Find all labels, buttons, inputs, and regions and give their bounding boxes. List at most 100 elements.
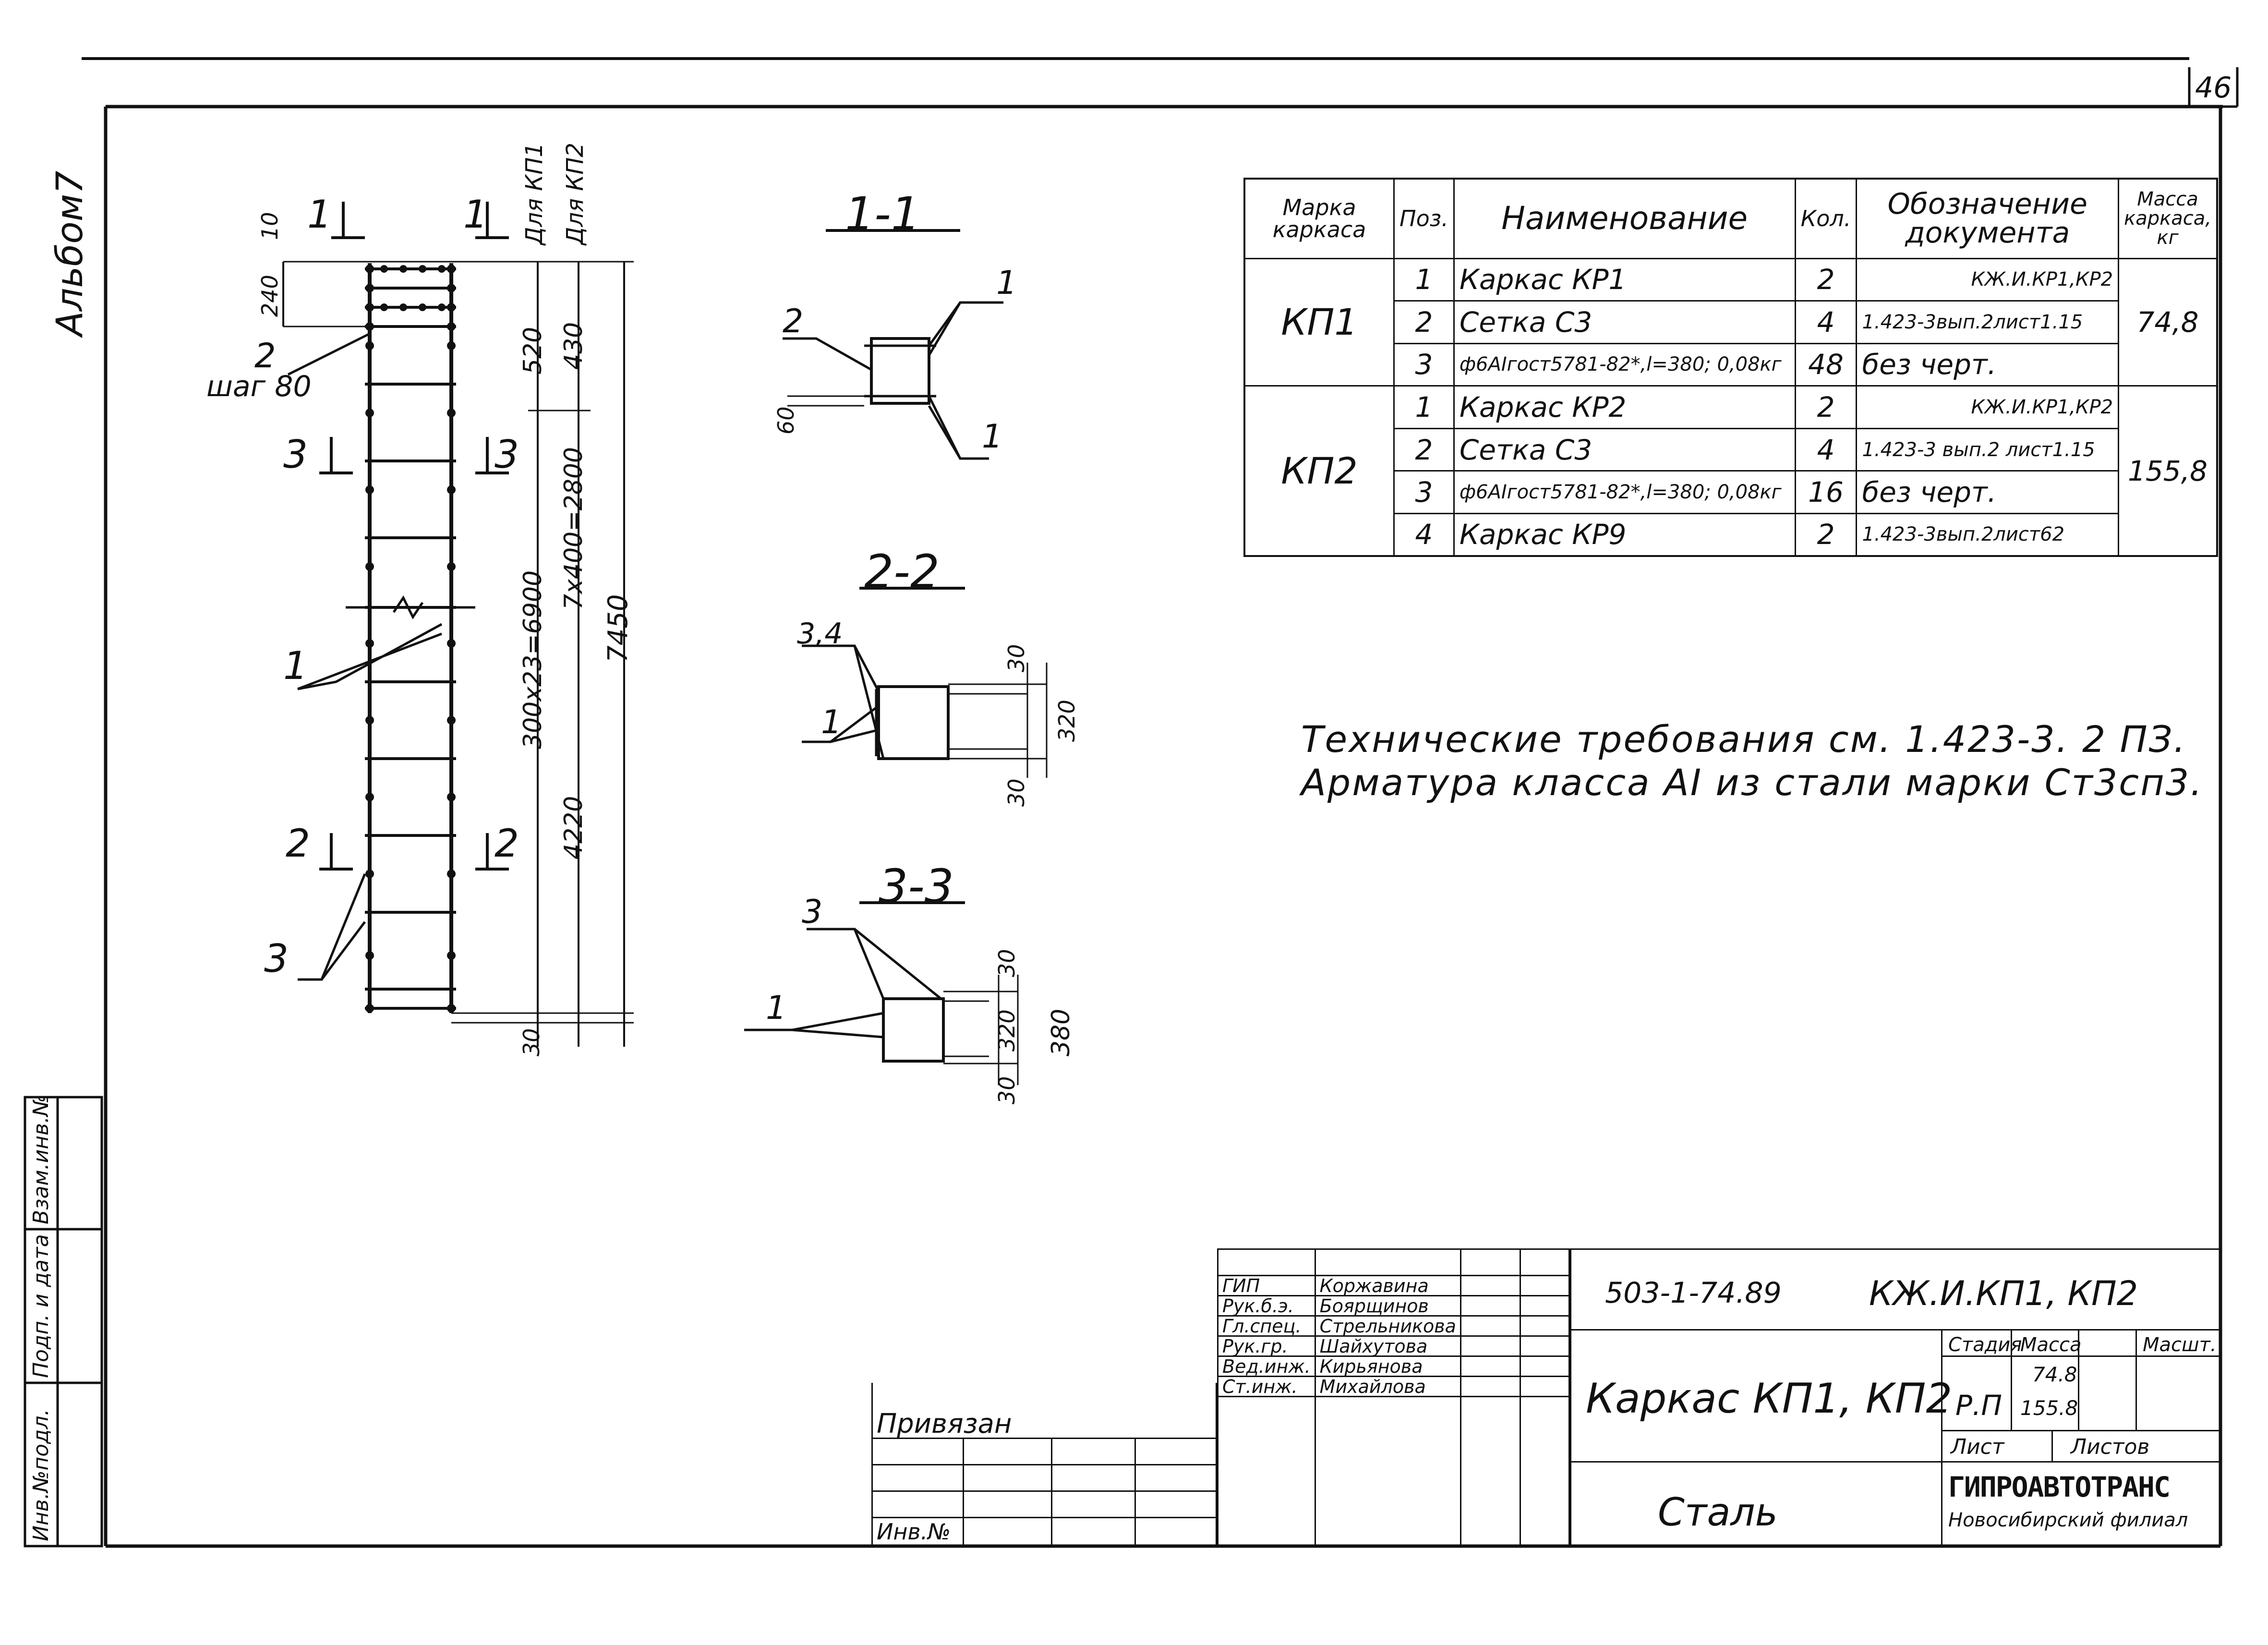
table-row: 3 ф6AIгост5781-82*,l=380; 0,08кг 16 без … (1244, 470, 2217, 514)
bar-dot (447, 265, 456, 273)
row-qty: 2 (1794, 385, 1858, 429)
staff-role: Ст.инж. (1217, 1376, 1316, 1397)
specification-table: Марка каркаса Поз. Наименование Кол. Обо… (1243, 178, 2218, 557)
row-doc: 1.423-3вып.2лист62 (1856, 512, 2120, 557)
mesh-dot (419, 265, 426, 273)
bar-dot (365, 485, 374, 494)
org-branch: Новосибирский филиал (1948, 1509, 2188, 1531)
staff-name: Стрельникова (1314, 1315, 1461, 1337)
staff-name: Михайлова (1314, 1376, 1461, 1397)
col-header-doc: Обозначение документа (1856, 178, 2120, 259)
divider (1941, 1355, 2222, 1357)
bar-dot (447, 341, 456, 350)
bar-dot (447, 716, 456, 725)
table-row: 2 Сетка С3 4 1.423-3 вып.2 лист1.15 (1244, 427, 2217, 472)
section-2-2-label-34: 3,4 (797, 617, 843, 651)
dim-520: 520 (519, 327, 547, 375)
bar-dot (365, 265, 374, 273)
dim-300x23: 300x23=6900 (519, 570, 547, 749)
mesh-dot (419, 303, 426, 311)
row-qty: 48 (1794, 342, 1858, 387)
org-name: ГИПРОАВТОТРАНС (1948, 1471, 2171, 1503)
section-1-1-label-2: 2 (783, 302, 804, 340)
mass-label: Масса (2020, 1334, 2082, 1356)
section-1-1 (783, 229, 1003, 460)
section-2-2-title: 2-2 (864, 545, 940, 599)
scale-label: Масшт. (2143, 1334, 2217, 1356)
stamp-inv-podl: Инв.№подл. (29, 1409, 53, 1541)
staff-name: Шайхутова (1314, 1335, 1461, 1357)
bar-dot (365, 341, 374, 350)
table-row: КП1 1 Каркас КР1 2 КЖ.И.КР1,КР2 74,8 (1243, 257, 2218, 387)
bar-dot (365, 716, 374, 725)
section-2-2-dim-30a: 30 (1003, 644, 1029, 672)
bar-dot (365, 303, 374, 312)
row-name: ф6AIгост5781-82*,l=380; 0,08кг (1453, 470, 1796, 514)
mass-value-1: 74.8 (2032, 1363, 2077, 1386)
row-qty: 4 (1794, 300, 1858, 344)
stamp-sign-date: Подп. и дата (29, 1234, 53, 1378)
note-line-1: Технические требования см. 1.423-3. 2 ПЗ… (1301, 718, 2187, 761)
row-doc: КЖ.И.КР1,КР2 (1856, 257, 2120, 302)
section-3-3-dim-30b: 30 (994, 1076, 1020, 1104)
staff-name: Боярщинов (1314, 1295, 1461, 1317)
bar-dot (365, 1004, 374, 1013)
section-3-3-dim-30a: 30 (994, 949, 1020, 977)
bar-dot (365, 951, 374, 960)
row-name: Сетка С3 (1453, 427, 1796, 472)
doc-mark: КЖ.И.КП1, КП2 (1869, 1274, 2138, 1313)
cut-mark-1-right: 1 (463, 192, 488, 237)
staff-role: Рук.б.э. (1217, 1295, 1316, 1317)
cut-mark-3-right: 3 (495, 432, 519, 477)
row-qty: 2 (1794, 257, 1858, 302)
cut-mark-1-left: 1 (307, 192, 332, 237)
divider (2011, 1329, 2012, 1430)
divider (2051, 1430, 2053, 1461)
bar-dot (447, 870, 456, 878)
staff-role: Гл.спец. (1217, 1315, 1316, 1337)
dim-30-bottom: 30 (519, 1028, 544, 1056)
row-pos: 1 (1393, 257, 1455, 302)
bar-dot (447, 951, 456, 960)
divider (1571, 1461, 2222, 1463)
section-1-1-label-1b: 1 (982, 418, 1003, 456)
row-qty: 16 (1794, 470, 1858, 514)
technical-notes: Технические требования см. 1.423-3. 2 ПЗ… (1301, 718, 2203, 804)
section-3-3-label-1: 1 (766, 989, 787, 1027)
inv-label: Инв.№ (871, 1516, 964, 1547)
row-pos: 4 (1393, 512, 1455, 557)
col-header-name: Наименование (1453, 178, 1796, 259)
row-doc: 1.423-3вып.2лист1.15 (1856, 300, 2120, 344)
dim-10: 10 (257, 212, 283, 240)
sheet-label: Лист (1951, 1435, 2004, 1459)
row-pos: 2 (1393, 427, 1455, 472)
bar-dot (447, 409, 456, 417)
divider (1941, 1430, 2222, 1431)
header-kp2: Для КП2 (562, 142, 589, 245)
row-pos: 2 (1393, 300, 1455, 344)
bar-dot (365, 793, 374, 801)
dim-240: 240 (257, 275, 283, 317)
row-qty: 4 (1794, 427, 1858, 472)
bar-dot (447, 485, 456, 494)
row-name: Каркас КР9 (1453, 512, 1796, 557)
elevation-step-label: шаг 80 (206, 370, 312, 403)
group-mass: 74,8 (2118, 257, 2218, 387)
title-block-main: 503-1-74.89 КЖ.И.КП1, КП2 Каркас КП1, КП… (1570, 1248, 2222, 1548)
staff-role: Вед.инж. (1217, 1355, 1316, 1377)
divider (2135, 1329, 2137, 1430)
mesh-dot (438, 303, 446, 311)
section-3-3-label-3: 3 (802, 893, 823, 931)
cut-mark-3-left: 3 (283, 432, 308, 477)
section-1-1-title: 1-1 (845, 187, 920, 241)
row-pos: 3 (1393, 342, 1455, 387)
mesh-dot (399, 265, 407, 273)
stamp-vzam-inv: Взам.инв.№ (29, 1094, 53, 1224)
mesh-dot (438, 265, 446, 273)
dim-7450: 7450 (603, 594, 634, 663)
col-header-mark: Марка каркаса (1243, 178, 1395, 259)
cut-mark-2-right: 2 (495, 821, 519, 866)
frame-elevation (282, 202, 634, 1047)
bar-dot (447, 1004, 456, 1013)
bar-dot (447, 562, 456, 571)
